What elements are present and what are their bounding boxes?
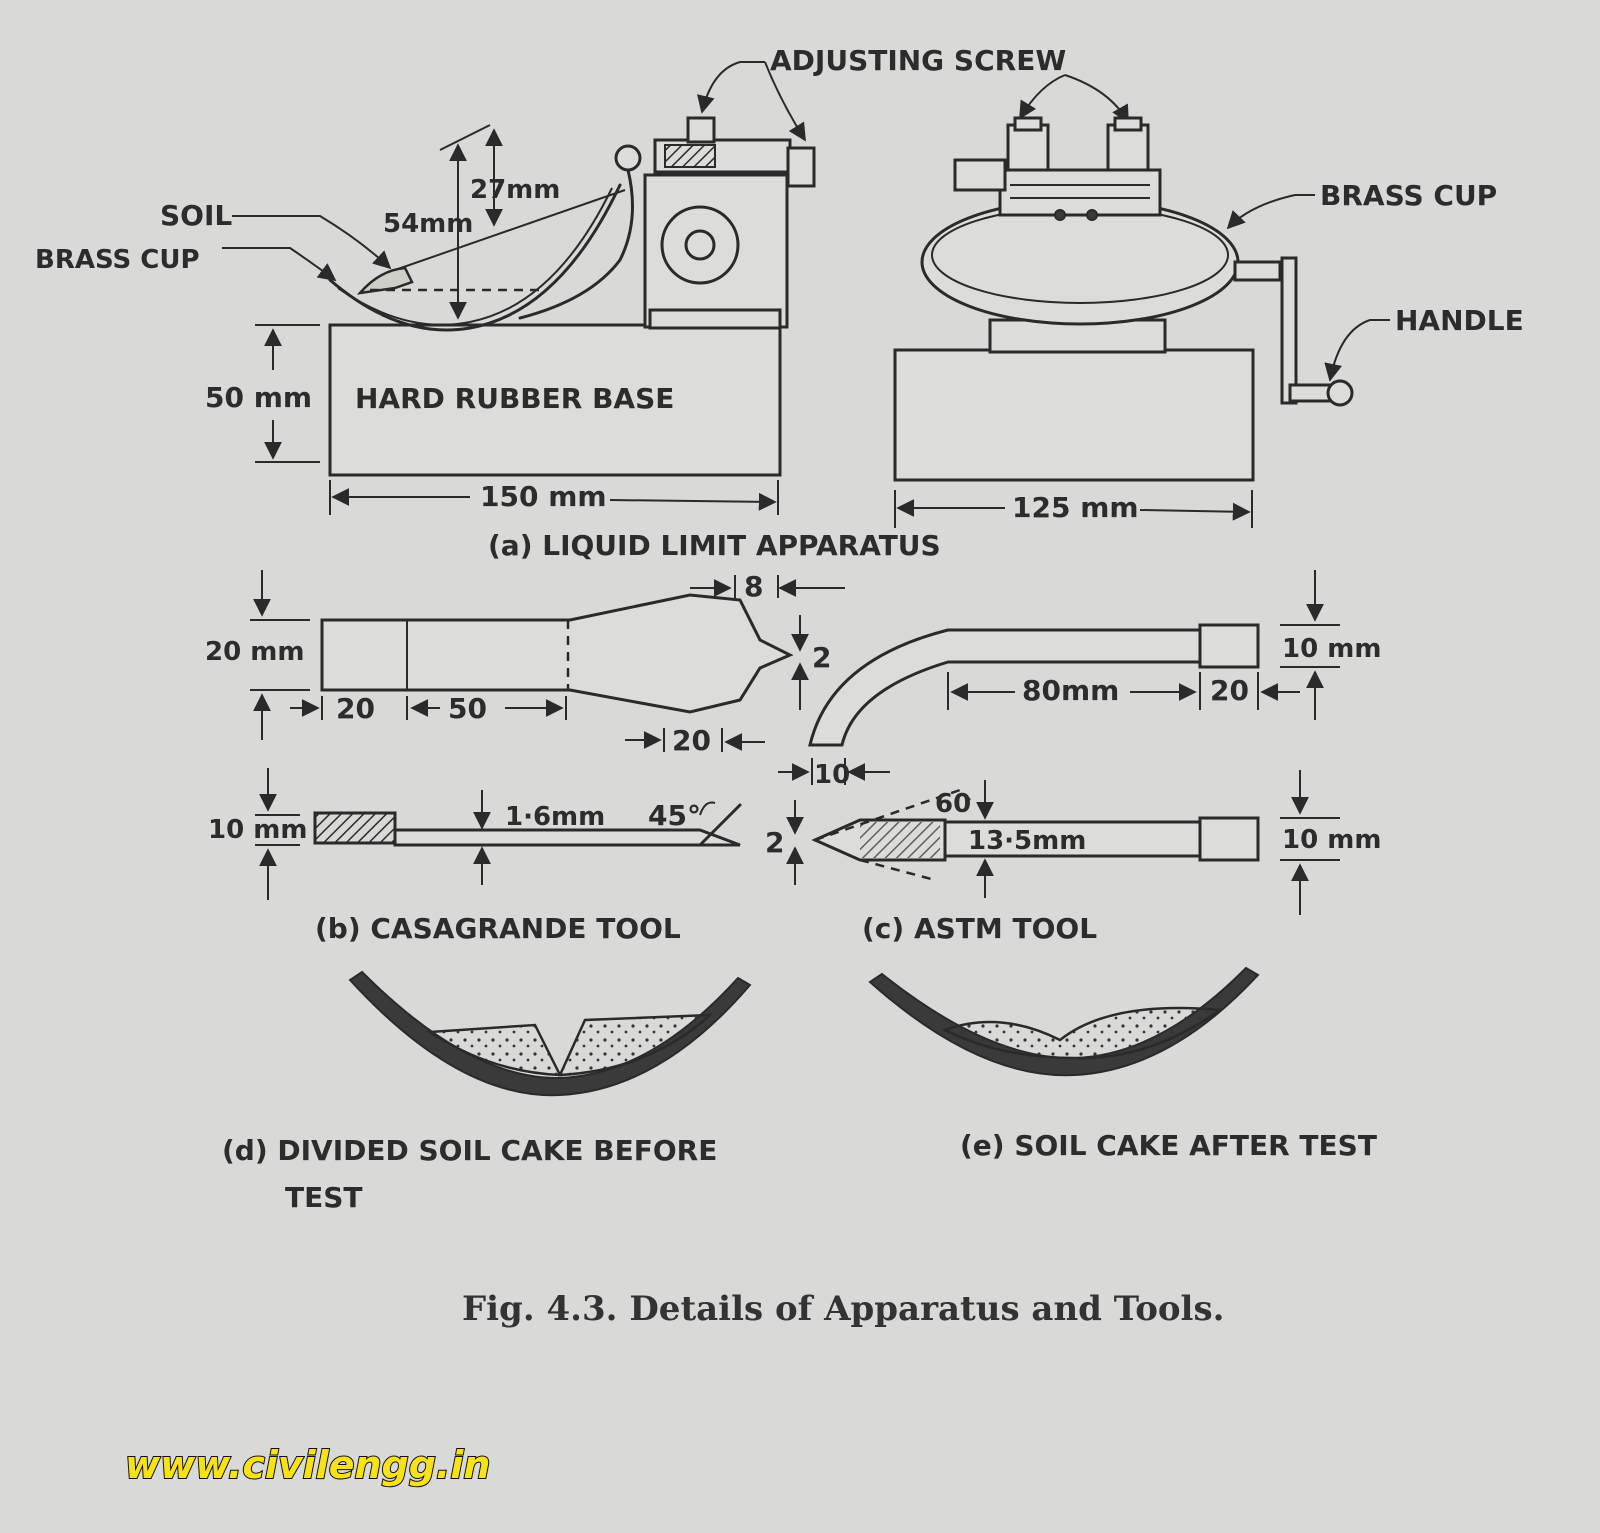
dim-50-b: 50 <box>448 692 487 725</box>
soil-d-right <box>558 1013 714 1077</box>
soil-e <box>941 1006 1224 1060</box>
front-screw-left-cap <box>1013 116 1043 132</box>
dim-8: 8 <box>744 570 763 603</box>
adjusting-screw-leader-1 <box>697 61 765 114</box>
cup-hinge <box>614 144 642 172</box>
dim-27: 27mm <box>470 175 560 205</box>
brass-cup-side <box>328 183 622 332</box>
dim-20-b: 20 <box>672 724 711 757</box>
dim-150-arrow-right <box>609 492 777 511</box>
handle-shaft <box>1280 256 1298 405</box>
caption-e: (e) SOIL CAKE AFTER TEST <box>960 1129 1377 1162</box>
handle-label: HANDLE <box>1395 304 1524 337</box>
casagrande-tool: 8 2 20 mm 20 50 20 45° 1·6mm <box>205 570 845 900</box>
dim-45: 45° <box>648 799 701 832</box>
adjusting-screw-leader-2 <box>764 61 806 142</box>
dim-top-extension <box>439 124 491 151</box>
cam-hub <box>684 229 716 261</box>
dim-2-b: 2 <box>812 641 831 674</box>
caption-d-line2: TEST <box>285 1181 363 1214</box>
screw-block-hatch <box>664 144 716 168</box>
adjusting-screw-label: ADJUSTING SCREW <box>770 44 1066 77</box>
brass-cup-front <box>920 198 1240 326</box>
adjusting-screw-side <box>786 146 816 188</box>
casagrande-side-grip <box>313 811 397 845</box>
divided-soil-cake <box>348 970 752 1097</box>
front-screw-right <box>1106 123 1150 172</box>
front-screw-left <box>1006 123 1050 172</box>
figure-caption: Fig. 4.3. Details of Apparatus and Tools… <box>462 1289 1224 1329</box>
liquid-limit-front-view: 125 mm BRASS CUP HANDLE <box>893 116 1524 528</box>
cup-handle-arm <box>1233 260 1282 282</box>
dim-10-mm-b: 10 mm <box>208 815 307 845</box>
dim-1-6-mm: 1·6mm <box>505 802 605 832</box>
dim-20-c: 20 <box>1210 674 1249 707</box>
watermark: www.civilengg.in <box>125 1443 490 1487</box>
front-top-frame <box>998 168 1162 217</box>
dim-10-mm-c1: 10 mm <box>1282 634 1381 664</box>
astm-side-bevel-dashed <box>814 788 971 842</box>
astm-side-tip-hatch <box>860 822 940 858</box>
hard-rubber-base-front <box>893 348 1255 482</box>
soil-label: SOIL <box>160 199 232 232</box>
dim-20-a: 20 <box>336 692 375 725</box>
front-left-lug <box>953 158 1007 192</box>
soil-cake-after-test <box>868 966 1260 1077</box>
front-screw-right-cap <box>1113 116 1143 132</box>
dim-80-mm: 80mm <box>1022 674 1119 707</box>
handle-knob <box>1326 379 1354 407</box>
adjusting-screw-top <box>686 116 716 144</box>
brass-cup-leader-side <box>222 247 337 282</box>
cup-rim-line <box>394 189 626 271</box>
cup-d-shell <box>348 970 752 1097</box>
soil-leader <box>232 215 392 270</box>
dim-10-mm-c2: 10 mm <box>1282 825 1381 855</box>
astm-plan-end <box>1198 623 1260 669</box>
caption-d-line1: (d) DIVIDED SOIL CAKE BEFORE <box>222 1134 717 1167</box>
soil-side <box>356 266 414 295</box>
astm-side-shaft <box>943 820 1202 858</box>
hard-rubber-base-label: HARD RUBBER BASE <box>355 382 674 415</box>
dim-20-mm: 20 mm <box>205 637 304 667</box>
adjusting-screw-leader-3 <box>1019 74 1066 120</box>
adjusting-screw-leader-4 <box>1064 74 1129 124</box>
brass-cup-label-side: BRASS CUP <box>35 245 200 275</box>
astm-side-bevel-dashed-2 <box>859 858 936 882</box>
blade-angle-line <box>698 803 742 847</box>
brass-cup-label-front: BRASS CUP <box>1320 179 1497 212</box>
front-rivet-1 <box>1054 209 1066 221</box>
astm-side-end <box>1198 816 1260 862</box>
cup-hanger <box>518 168 634 320</box>
dim-54: 54mm <box>383 209 473 239</box>
dim-13-5-mm: 13·5mm <box>968 826 1086 856</box>
caption-a: (a) LIQUID LIMIT APPARATUS <box>488 529 941 562</box>
dim-125-mm: 125 mm <box>1012 491 1139 524</box>
front-rivet-2 <box>1086 209 1098 221</box>
dim-50-mm: 50 mm <box>205 381 312 414</box>
caption-c: (c) ASTM TOOL <box>862 912 1097 945</box>
hard-rubber-base-side <box>328 323 782 477</box>
cam-housing-base <box>648 308 782 330</box>
dim-150-mm: 150 mm <box>480 480 607 513</box>
handle-leader <box>1324 319 1390 382</box>
dim-125-arrow-right <box>1139 502 1251 521</box>
dim-60: 60 <box>935 789 971 819</box>
blade-angle-arc <box>699 801 716 816</box>
liquid-limit-side-view: HARD RUBBER BASE 27mm 54mm 50 mm <box>35 116 816 515</box>
casagrande-side-blade <box>393 828 741 847</box>
brass-cup-side-inner <box>337 187 613 326</box>
astm-tool: 80mm 20 10 mm 10 60 13·5mm 2 <box>765 570 1381 915</box>
caption-b: (b) CASAGRANDE TOOL <box>315 912 681 945</box>
astm-plan <box>808 628 1202 747</box>
brass-cup-leader-front <box>1226 194 1315 230</box>
dim-2-c: 2 <box>765 826 784 859</box>
casagrande-plan <box>320 593 794 714</box>
